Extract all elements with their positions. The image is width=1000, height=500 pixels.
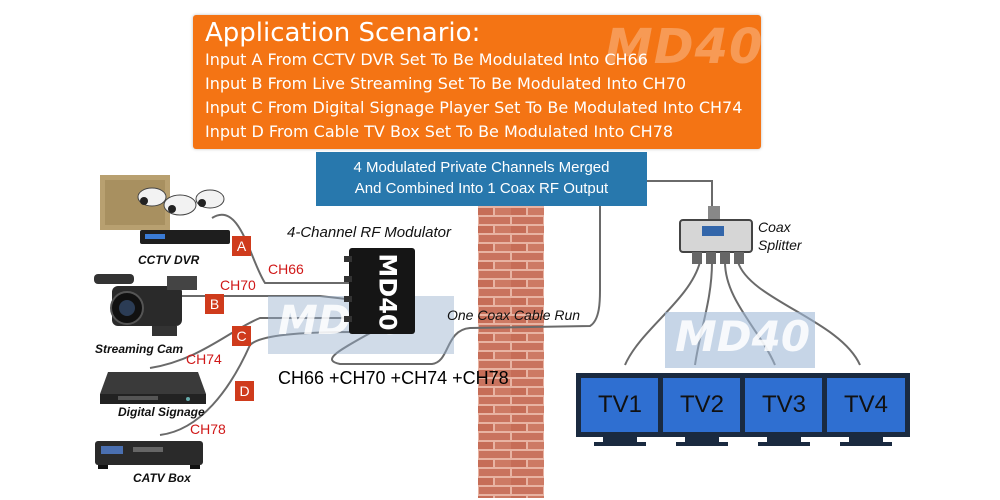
streaming-cam-image	[94, 274, 197, 336]
tv-watermark: MD40	[675, 312, 811, 361]
rf-modulator-device: MD40	[349, 248, 415, 334]
application-scenario-banner: MD40 Application Scenario: Input A From …	[193, 15, 764, 149]
banner-watermark: MD40	[605, 19, 764, 75]
merge-line-2: And Combined Into 1 Coax RF Output	[354, 180, 609, 197]
tv-unit-1: TV1	[576, 373, 664, 446]
cctv-dvr-label: CCTV DVR	[138, 253, 200, 267]
banner-line-b: Input B From Live Streaming Set To Be Mo…	[205, 74, 687, 93]
tv-screen-1: TV1	[576, 373, 664, 437]
tv-unit-2: TV2	[658, 373, 746, 446]
tv-screen-3: TV3	[740, 373, 828, 437]
input-tag-d: D	[235, 381, 254, 401]
tv-screen-2: TV2	[658, 373, 746, 437]
catv-box-image	[95, 441, 203, 469]
banner-title: Application Scenario:	[205, 18, 481, 48]
banner-line-d: Input D From Cable TV Box Set To Be Modu…	[205, 122, 674, 141]
tv-screen-4: TV4	[822, 373, 910, 437]
digital-signage-label: Digital Signage	[118, 405, 205, 419]
digital-signage-image	[100, 372, 206, 404]
coax-splitter-label: Coax Splitter	[758, 218, 802, 254]
merge-info-box: 4 Modulated Private Channels Merged And …	[316, 152, 647, 206]
channel-label-ch74: CH74	[186, 351, 222, 367]
channel-label-ch70: CH70	[220, 277, 256, 293]
banner-line-a: Input A From CCTV DVR Set To Be Modulate…	[205, 50, 648, 69]
catv-box-label: CATV Box	[133, 471, 191, 485]
splitter-line-2: Splitter	[758, 237, 802, 253]
modulator-title: 4-Channel RF Modulator	[287, 224, 451, 241]
tv-unit-3: TV3	[740, 373, 828, 446]
tv-watermark-panel	[665, 312, 815, 368]
input-tag-a: A	[232, 236, 251, 256]
input-tag-b: B	[205, 294, 224, 314]
channel-label-ch66: CH66	[268, 261, 304, 277]
brick-wall	[478, 198, 544, 498]
channel-label-ch78: CH78	[190, 421, 226, 437]
tv-unit-4: TV4	[822, 373, 910, 446]
merge-line-1: 4 Modulated Private Channels Merged	[353, 159, 610, 176]
input-tag-c: C	[232, 326, 251, 346]
coax-splitter-image	[679, 206, 753, 264]
banner-line-c: Input C From Digital Signage Player Set …	[205, 98, 743, 117]
cctv-dvr-image	[100, 175, 230, 244]
splitter-line-1: Coax	[758, 219, 791, 235]
modulator-ports	[344, 256, 352, 322]
coax-cable-label: One Coax Cable Run	[447, 307, 581, 323]
combined-channels-label: CH66 +CH70 +CH74 +CH78	[278, 368, 509, 388]
streaming-cam-label: Streaming Cam	[95, 342, 184, 356]
modulator-device-label: MD40	[374, 253, 403, 331]
